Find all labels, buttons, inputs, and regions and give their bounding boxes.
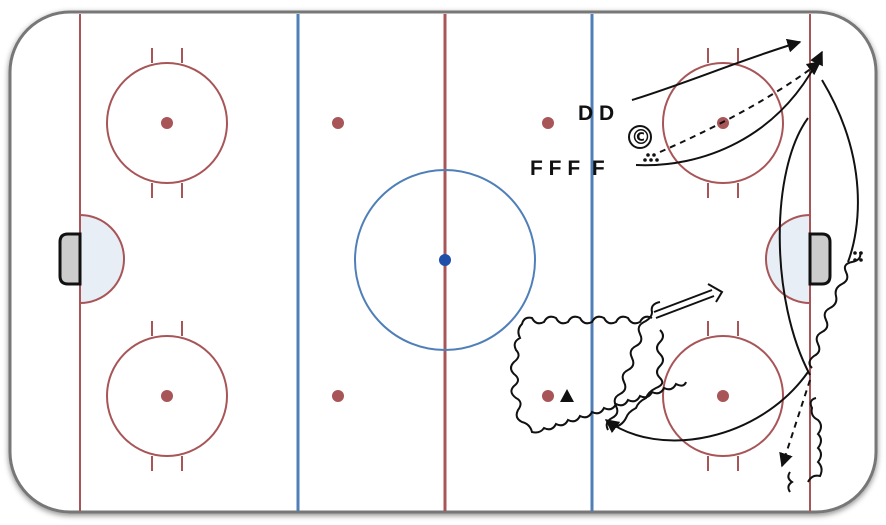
defense-players-label: D D <box>578 102 614 125</box>
puck-carry-path <box>510 315 687 434</box>
neutral-dot <box>542 117 554 129</box>
center-faceoff-circle <box>354 169 536 351</box>
puck-pile-icon <box>853 251 863 262</box>
down-pass-path <box>779 379 811 468</box>
center-faceoff-dot <box>439 254 451 266</box>
puck-carry-path <box>787 471 794 493</box>
backward-skate-arrowhead <box>707 283 724 303</box>
right-goal-crease <box>765 213 811 305</box>
right-net <box>808 232 832 286</box>
defense-skate-path <box>631 38 802 101</box>
neutral-dot <box>332 390 344 402</box>
puck-carry-path <box>808 251 862 369</box>
neutral-dot <box>332 117 344 129</box>
forward-players-label: F F F F <box>530 157 605 180</box>
return-skate-path <box>604 371 809 442</box>
forward-pass-path <box>659 61 822 153</box>
puck-carry-path <box>807 397 823 483</box>
faceoff-dot <box>161 117 173 129</box>
puck-carry-path <box>611 329 664 429</box>
right-bottom-faceoff-circle <box>662 321 784 471</box>
left-bottom-faceoff-circle <box>106 321 228 471</box>
right-top-faceoff-circle <box>662 48 784 198</box>
backward-skate-path <box>653 289 715 319</box>
neutral-dot <box>542 390 554 402</box>
left-net <box>58 232 82 286</box>
puck-carry-path <box>605 301 661 431</box>
loop-down-path <box>778 117 811 376</box>
coach-label: © <box>631 125 651 149</box>
faceoff-dot <box>161 390 173 402</box>
faceoff-dot <box>717 390 729 402</box>
forward-skate-path <box>635 50 823 167</box>
puck-pile-icon <box>643 153 659 162</box>
left-goal-crease <box>79 213 125 305</box>
coach-icon: © <box>628 125 652 149</box>
left-top-faceoff-circle <box>106 48 228 198</box>
drill-paths <box>510 38 862 493</box>
triangle-cone-icon <box>560 389 574 402</box>
loop-skate-path <box>821 79 859 263</box>
